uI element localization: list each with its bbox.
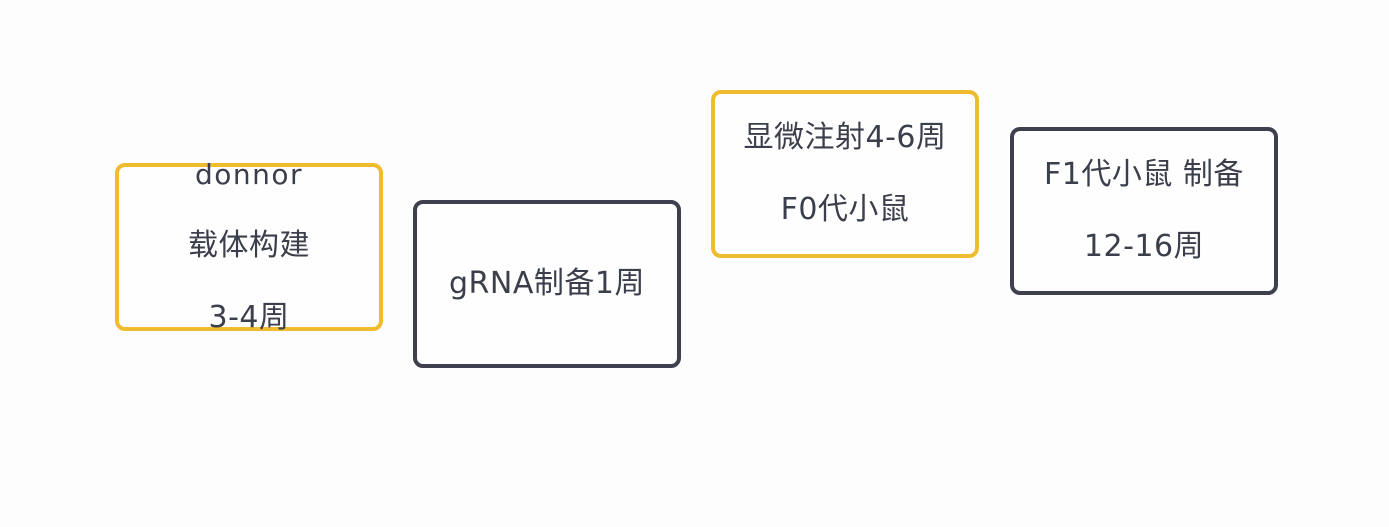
grna-preparation-box: gRNA制备1周 — [413, 200, 681, 368]
grna-box-line-1: gRNA制备1周 — [449, 266, 645, 301]
donor-box-text: donnor 载体构建 3-4周 — [188, 122, 310, 372]
donor-box-line-1: donnor — [194, 158, 304, 191]
f1-box-line-1: F1代小鼠 制备 — [1044, 157, 1244, 192]
f1-box-text: F1代小鼠 制备 12-16周 — [1044, 121, 1244, 301]
microinjection-box-line-1: 显微注射4-6周 — [743, 120, 947, 155]
grna-box-text: gRNA制备1周 — [449, 230, 645, 338]
donor-box-line-2: 载体构建 — [188, 228, 310, 263]
donor-box-line-3: 3-4周 — [208, 300, 290, 335]
microinjection-box-text: 显微注射4-6周 F0代小鼠 — [744, 84, 947, 264]
donor-vector-construction-box: donnor 载体构建 3-4周 — [115, 158, 383, 335]
f1-mice-preparation-box: F1代小鼠 制备 12-16周 — [1010, 127, 1278, 295]
microinjection-box-line-2: F0代小鼠 — [780, 192, 910, 227]
f1-box-line-2: 12-16周 — [1083, 229, 1205, 264]
microinjection-box: 显微注射4-6周 F0代小鼠 — [711, 90, 979, 258]
